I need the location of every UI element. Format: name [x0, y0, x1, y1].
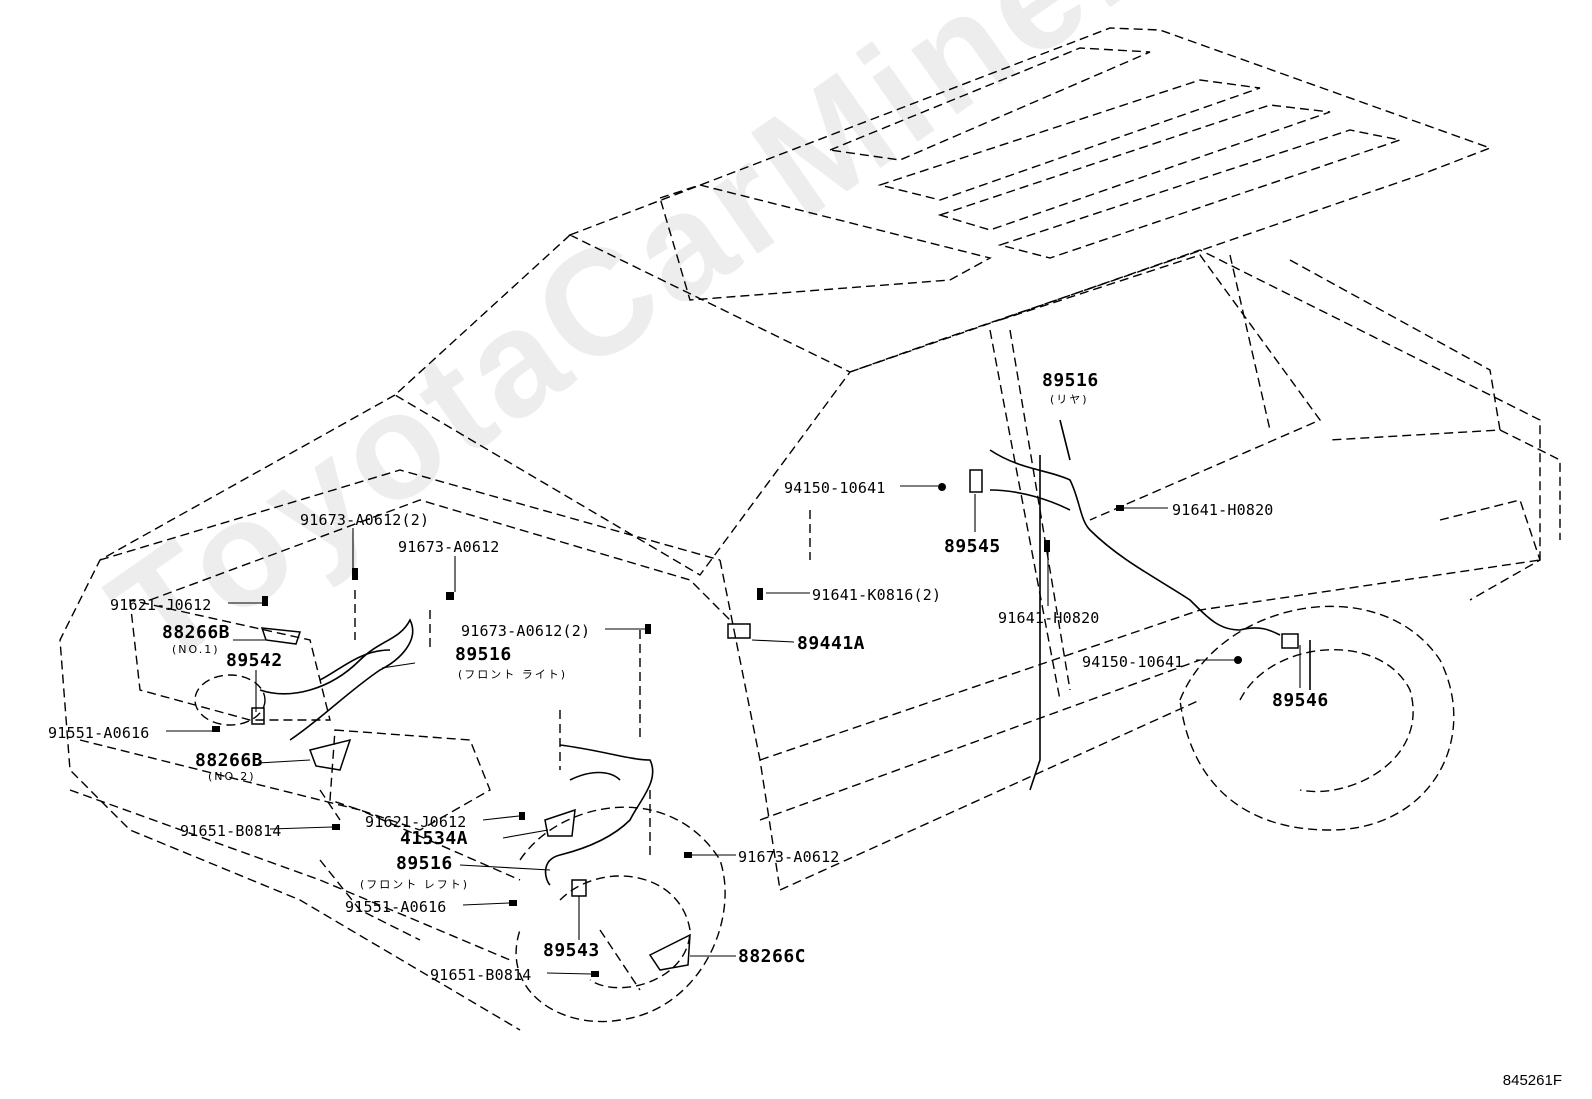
bracket-icon: [648, 933, 691, 971]
part-label-94150-10641-bot: 94150-10641: [1082, 653, 1184, 671]
bolt-icon: [1116, 505, 1124, 511]
bolt-icon: [332, 824, 340, 830]
part-label-89545: 89545: [944, 536, 1001, 557]
part-label-91673-a0612-bot: 91673-A0612: [738, 848, 840, 866]
part-label-88266c: 88266C: [738, 946, 807, 967]
bolt-icon: [757, 588, 763, 600]
sensor-icon: [571, 879, 587, 897]
part-label-91651-b0814-bot: 91651-B0814: [430, 966, 532, 984]
bracket-icon: [309, 738, 352, 771]
part-label-91651-b0814: 91651-B0814: [180, 822, 282, 840]
part-label-91621-j0612: 91621-J0612: [110, 596, 212, 614]
part-label-91673-a0612-2: 91673-A0612(2): [300, 511, 430, 529]
part-label-41534a: 41534A: [400, 828, 469, 849]
sensor-icon: [1281, 633, 1299, 649]
part-note-front-left: (フロント レフト): [360, 878, 470, 891]
part-label-91641-h0820: 91641-H0820: [1172, 501, 1274, 519]
bolt-icon: [591, 971, 599, 977]
part-label-89542: 89542: [226, 650, 283, 671]
diagram-code: 845261F: [1502, 1072, 1562, 1089]
bracket-icon: [260, 627, 302, 645]
bracket-icon: [544, 808, 576, 837]
part-label-91673-a0612-2-mid: 91673-A0612(2): [461, 622, 591, 640]
part-label-91551-a0616: 91551-A0616: [48, 724, 150, 742]
part-label-89543: 89543: [543, 940, 600, 961]
part-label-89546: 89546: [1272, 690, 1329, 711]
part-label-91641-k0816-2: 91641-K0816(2): [812, 586, 942, 604]
bolt-icon: [262, 596, 268, 606]
bolt-icon: [1044, 540, 1050, 552]
part-label-89516-front-left: 89516: [396, 853, 453, 874]
part-label-89516-front-right: 89516: [455, 644, 512, 665]
nut-icon: [938, 483, 946, 491]
part-note-front-right: (フロント ライト): [458, 668, 568, 681]
nut-icon: [1234, 656, 1242, 664]
part-label-89441a: 89441A: [797, 633, 866, 654]
part-label-91673-a0612: 91673-A0612: [398, 538, 500, 556]
part-label-94150-10641: 94150-10641: [784, 479, 886, 497]
bolt-icon: [352, 568, 358, 580]
bolt-icon: [645, 624, 651, 634]
bolt-icon: [212, 726, 220, 732]
part-note-no2: (NO.2): [208, 770, 256, 783]
part-note-no1: (NO.1): [172, 643, 220, 656]
part-label-91641-h0820-mid: 91641-H0820: [998, 609, 1100, 627]
part-label-91621-j0612-mid: 91621-J0612: [365, 813, 467, 831]
bolt-icon: [519, 812, 525, 820]
bolt-icon: [446, 592, 454, 600]
bolt-icon: [509, 900, 517, 906]
part-label-89516-rear: 89516: [1042, 370, 1099, 391]
part-label-88266b: 88266B: [162, 622, 231, 643]
sensor-icon: [727, 623, 751, 639]
part-label-88266b-no2: 88266B: [195, 750, 264, 771]
sensor-icon: [251, 707, 265, 725]
bolt-icon: [684, 852, 692, 858]
part-label-91551-a0616-bot: 91551-A0616: [345, 898, 447, 916]
part-note-rear: (リヤ): [1050, 393, 1089, 406]
sensor-icon: [969, 469, 983, 493]
